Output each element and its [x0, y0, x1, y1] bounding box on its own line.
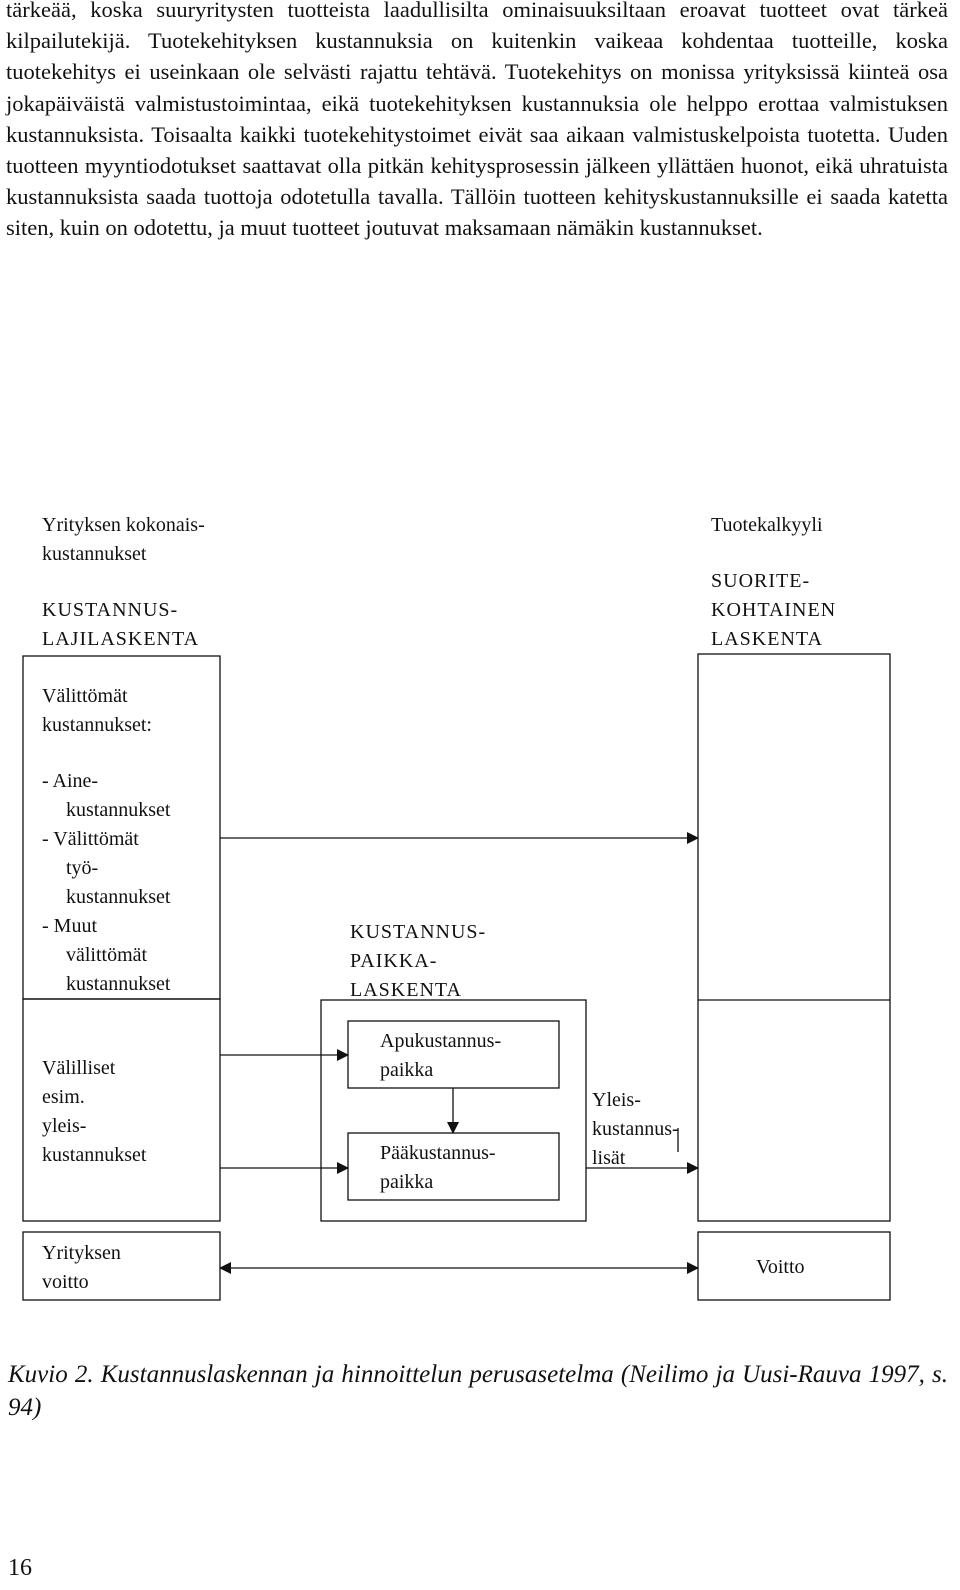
- direct-item-3a: - Muut: [42, 915, 97, 937]
- right-heading-1: Tuotekalkyyli: [711, 514, 823, 536]
- left-heading-2: kustannukset: [42, 543, 147, 565]
- direct-item-2a: - Välittömät: [42, 828, 139, 850]
- center-heading-3: LASKENTA: [350, 979, 462, 1001]
- direct-item-1b: kustannukset: [66, 799, 171, 821]
- main-cost-center-1: Pääkustannus-: [380, 1142, 496, 1164]
- direct-title-2: kustannukset:: [42, 714, 152, 736]
- overhead-3: lisät: [592, 1147, 626, 1169]
- aux-cost-center-2: paikka: [380, 1059, 434, 1081]
- company-profit-2: voitto: [42, 1271, 89, 1293]
- left-heading-3: KUSTANNUS-: [42, 599, 179, 621]
- page-number: 16: [8, 1555, 32, 1581]
- center-heading-2: PAIKKA-: [350, 950, 438, 972]
- figure-caption: Kuvio 2. Kustannuslaskennan ja hinnoitte…: [8, 1361, 948, 1421]
- body-paragraph: tärkeää, koska suuryritysten tuotteista …: [6, 0, 948, 241]
- direct-title-1: Välittömät: [42, 685, 128, 707]
- right-heading-3: KOHTAINEN: [711, 599, 837, 621]
- main-cost-center-2: paikka: [380, 1171, 434, 1193]
- left-heading-4: LAJILASKENTA: [42, 628, 200, 650]
- profit-label: Voitto: [756, 1256, 805, 1278]
- direct-item-3c: kustannukset: [66, 973, 171, 995]
- left-heading-1: Yrityksen kokonais-: [42, 514, 205, 536]
- right-heading-4: LASKENTA: [711, 628, 823, 650]
- direct-item-2c: kustannukset: [66, 886, 171, 908]
- indirect-3: yleis-: [42, 1115, 87, 1137]
- cost-center-frame: [320, 999, 587, 1222]
- overhead-1: Yleis-: [592, 1089, 641, 1111]
- center-heading-1: KUSTANNUS-: [350, 921, 487, 943]
- direct-item-3b: välittömät: [66, 944, 148, 966]
- direct-item-2b: työ-: [66, 857, 99, 879]
- indirect-costs-box: [22, 998, 221, 1222]
- indirect-2: esim.: [42, 1086, 85, 1108]
- direct-item-1a: - Aine-: [42, 770, 99, 792]
- overhead-2: kustannus-: [592, 1118, 679, 1140]
- right-heading-2: SUORITE-: [711, 570, 811, 592]
- product-calc-box: [697, 653, 891, 1222]
- indirect-1: Välilliset: [42, 1057, 116, 1079]
- indirect-4: kustannukset: [42, 1144, 147, 1166]
- aux-cost-center-1: Apukustannus-: [380, 1030, 502, 1052]
- company-profit-1: Yrityksen: [42, 1242, 121, 1264]
